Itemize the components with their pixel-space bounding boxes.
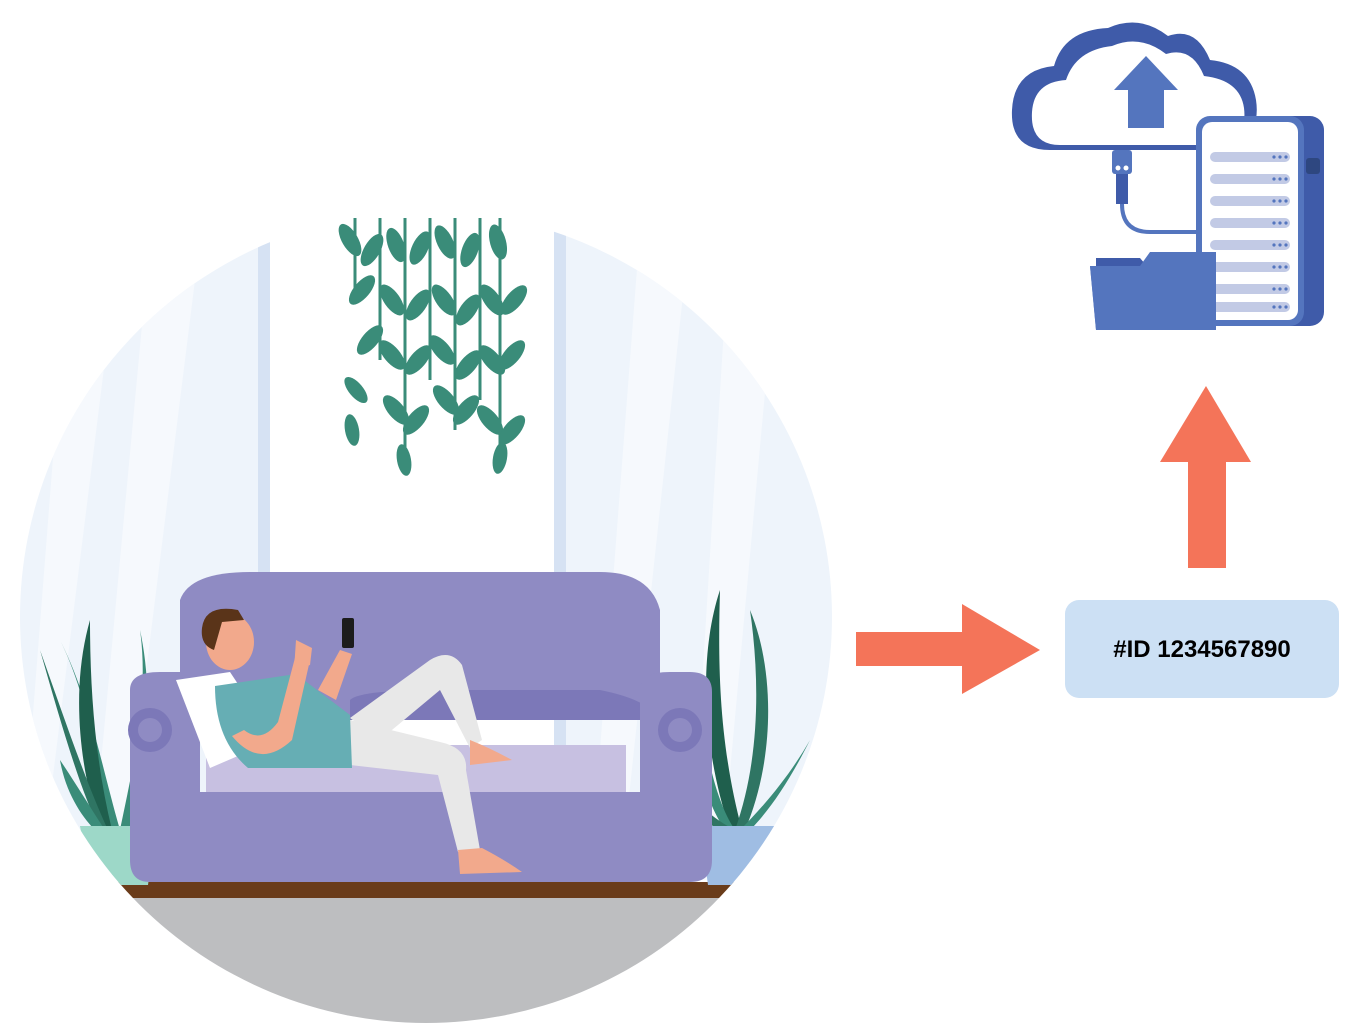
arrow-to-id — [856, 604, 1040, 694]
person-on-sofa-illustration — [176, 608, 522, 874]
folder-icon — [1090, 252, 1216, 330]
id-label: #ID 1234567890 — [1113, 636, 1291, 663]
cloud-storage-group — [1011, 22, 1324, 330]
cloud-upload-icon — [1011, 22, 1257, 234]
hanging-plant — [338, 218, 528, 476]
server-icon — [1196, 116, 1324, 326]
id-box: #ID 1234567890 — [1065, 600, 1339, 698]
arrow-to-cloud — [1160, 386, 1251, 568]
sofa — [128, 572, 712, 882]
